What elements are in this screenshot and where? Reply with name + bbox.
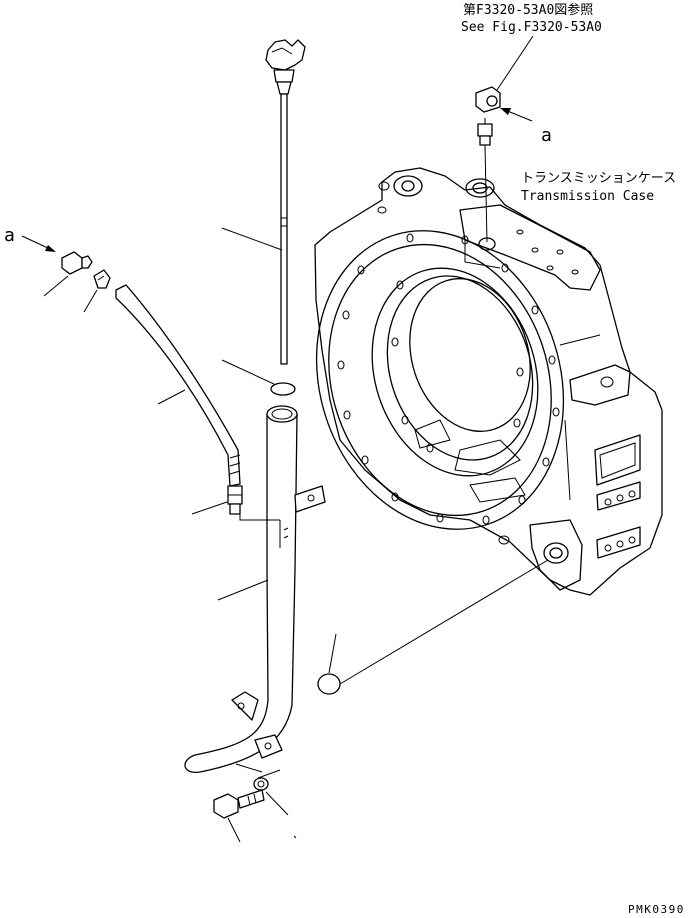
oil-level-gauge: [265, 39, 306, 365]
mounting-bracket: [231, 691, 283, 759]
mounting-bolt: [213, 789, 265, 819]
tube-bracket: [279, 485, 326, 548]
arrow-left-connection: [21, 235, 56, 252]
part-leader-lines: [43, 227, 337, 843]
part-label-en: Transmission Case: [521, 189, 654, 204]
reference-text-en: See Fig.F3320-53A0: [461, 20, 602, 35]
reference-leader-line: [496, 35, 534, 91]
flange-bolt-holes: [337, 233, 560, 525]
cover-plate: [317, 673, 341, 695]
breather-hose: [115, 284, 241, 487]
hose-clamp: [93, 269, 111, 289]
hose-connector: [227, 485, 243, 515]
connection-mark-left: a: [4, 225, 15, 246]
o-ring: [270, 382, 296, 396]
drawing-code: PMK0390: [628, 903, 685, 916]
gauge-tube: [184, 405, 298, 773]
cover-alignment-line: [339, 559, 549, 685]
washer: [253, 777, 269, 791]
arrow-right-connection: [500, 108, 533, 122]
vertical-leader-line: [484, 144, 488, 243]
part-label-jp: トランスミッションケース: [521, 171, 676, 186]
elbow-fitting-top: [475, 86, 501, 113]
breather-fitting-left: [61, 251, 93, 275]
transmission-case: [314, 167, 663, 596]
hose-connection-line: [239, 512, 280, 521]
connection-mark-right: a: [541, 125, 552, 146]
reference-text-jp: 第F3320-53A0図参照: [463, 2, 593, 18]
connector-fitting-top: [477, 118, 493, 146]
